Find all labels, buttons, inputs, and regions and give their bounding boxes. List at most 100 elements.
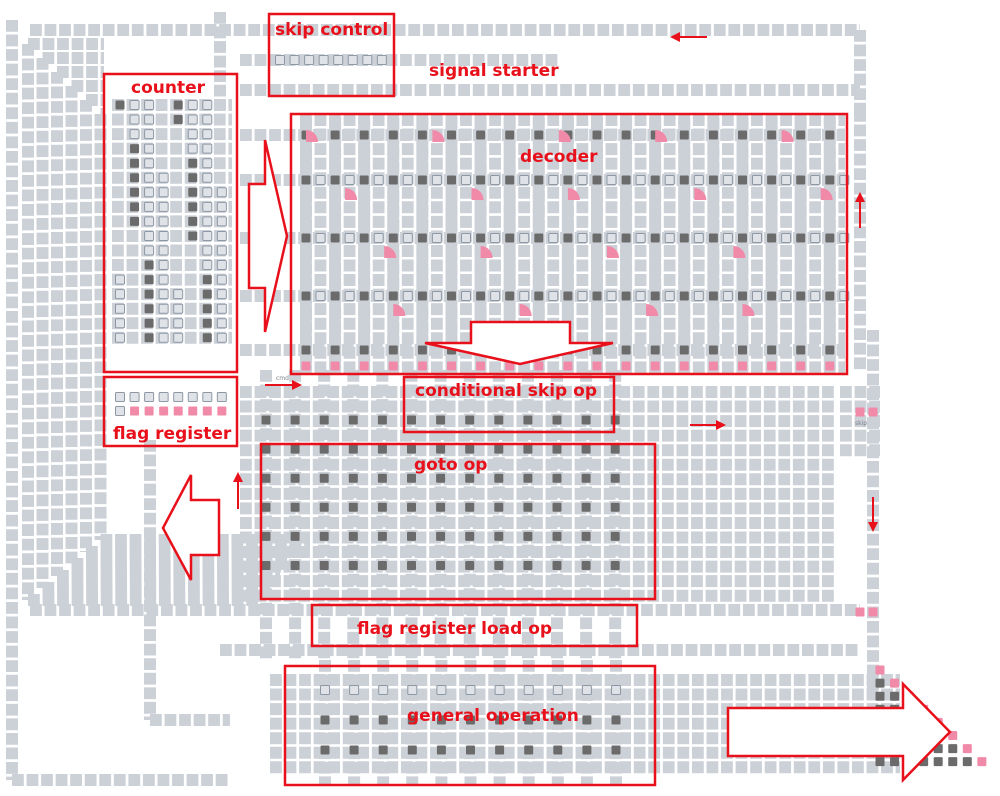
pink-wedge — [393, 304, 406, 316]
active-node — [319, 531, 329, 541]
gate-node — [216, 230, 227, 241]
pink-node — [388, 361, 398, 371]
active-node — [708, 345, 718, 355]
pink-node — [875, 665, 885, 675]
gate-node — [810, 291, 821, 301]
pink-node — [796, 361, 806, 371]
active-node — [738, 233, 747, 243]
gate-node — [115, 274, 125, 285]
counter-box — [102, 72, 239, 374]
active-node — [875, 678, 885, 688]
skip-control-box — [267, 12, 396, 98]
gate-node — [144, 129, 155, 140]
gate-node — [693, 233, 704, 243]
gate-node — [810, 233, 821, 243]
gate-node — [781, 233, 792, 243]
active-node — [348, 444, 358, 454]
active-node — [330, 291, 340, 301]
active-node — [650, 345, 660, 355]
active-node — [708, 233, 718, 243]
pink-node — [217, 406, 227, 416]
active-node — [417, 175, 427, 185]
gate-node — [333, 55, 344, 65]
pink-node — [301, 361, 311, 371]
active-node — [553, 745, 563, 755]
gate-node — [158, 172, 169, 183]
active-node — [552, 502, 562, 512]
active-node — [417, 291, 427, 301]
active-node — [130, 173, 140, 183]
active-node — [592, 130, 602, 140]
pink-wedge — [306, 130, 318, 142]
gate-node — [202, 158, 213, 169]
active-node — [738, 291, 747, 301]
active-node — [767, 233, 777, 243]
active-node — [377, 444, 387, 454]
gate-node — [635, 175, 646, 185]
active-node — [349, 745, 359, 755]
pink-node — [855, 407, 865, 417]
active-node — [348, 473, 358, 483]
block-arrow-layer — [161, 139, 952, 784]
gate-node — [216, 303, 227, 314]
active-node — [581, 561, 591, 570]
active-node — [465, 415, 475, 425]
pink-node — [505, 361, 515, 371]
pink-node — [738, 361, 747, 371]
active-node — [436, 502, 446, 512]
active-node — [494, 502, 504, 512]
gate-node — [315, 175, 326, 185]
general-operation-label: general operation — [407, 706, 579, 726]
active-node — [359, 291, 369, 301]
active-node — [825, 233, 835, 243]
active-node — [202, 289, 212, 299]
pink-node — [534, 361, 544, 371]
active-node — [407, 561, 416, 570]
active-node — [465, 561, 475, 570]
active-node — [407, 531, 416, 541]
active-node — [359, 233, 369, 243]
active-node — [188, 216, 198, 226]
gate-node — [465, 685, 476, 695]
active-node — [621, 233, 631, 243]
gate-node — [373, 291, 384, 301]
active-node — [388, 233, 398, 243]
pink-node — [130, 406, 140, 416]
active-node — [494, 531, 504, 541]
active-node — [378, 715, 388, 725]
gate-node — [431, 175, 442, 185]
active-node — [890, 757, 900, 767]
gate-node — [781, 291, 792, 301]
active-node — [301, 233, 311, 243]
gate-node — [523, 685, 534, 695]
active-node — [188, 231, 198, 241]
gate-node — [158, 260, 169, 271]
active-node — [436, 444, 446, 454]
active-node — [524, 745, 534, 755]
gate-node — [202, 100, 213, 110]
flow-arrow-layer — [233, 32, 878, 532]
active-node — [320, 745, 330, 755]
gate-node — [378, 685, 389, 695]
active-node — [290, 415, 300, 425]
active-node — [348, 415, 358, 425]
gate-node — [490, 233, 501, 243]
gate-node — [187, 129, 198, 140]
active-node — [534, 291, 544, 301]
gate-node — [635, 291, 646, 301]
active-node — [610, 502, 620, 512]
cmd-tiny-label: cmd — [276, 375, 289, 382]
gate-node — [722, 175, 733, 185]
active-node — [611, 745, 621, 755]
active-node — [188, 173, 198, 183]
active-node — [738, 130, 747, 140]
gate-node — [810, 175, 821, 185]
active-node — [144, 333, 154, 343]
active-node — [417, 233, 427, 243]
active-node — [377, 473, 387, 483]
active-node — [261, 473, 271, 483]
active-node — [476, 291, 486, 301]
active-node — [796, 130, 806, 140]
label-layer: skip control signal starter counter deco… — [113, 20, 598, 726]
